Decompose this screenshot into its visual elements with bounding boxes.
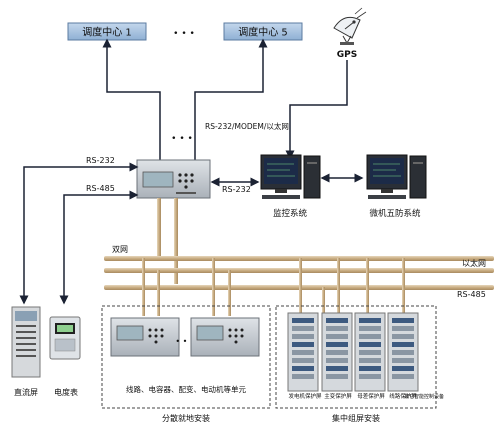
link-label-rs232-right: RS-232 <box>222 185 251 194</box>
dc-panel-cabinet <box>11 306 41 378</box>
dc-panel-label: 直流屏 <box>14 387 38 397</box>
distributed-ellipsis: • • • <box>175 337 194 346</box>
mid-ellipsis: • • • <box>171 134 193 144</box>
dispatch-center-1: 调度中心 1 <box>67 22 147 41</box>
cabinet-label-5: 其它智能控制设备 <box>404 393 444 400</box>
centralized-group-frame <box>275 305 437 409</box>
link-label-rs485-left: RS-485 <box>86 184 115 193</box>
cabinet-label-4: 线路保护屏 <box>389 392 417 400</box>
link-label-rs232-modem-eth: RS-232/MODEM/以太网 <box>205 121 289 131</box>
protection-cabinet-4 <box>387 312 419 392</box>
monitor-system-label: 监控系统 <box>273 208 308 219</box>
dispatch-center-5-label: 调度中心 5 <box>238 26 288 39</box>
cabinet-label-3: 母差保护屏 <box>357 392 385 400</box>
microprotect-workstation <box>366 154 427 199</box>
controller-drop-2 <box>174 198 178 284</box>
cabinet-label-2: 主变保护屏 <box>324 392 352 400</box>
centralized-cabinets <box>287 312 419 392</box>
dispatch-links <box>102 38 268 160</box>
distributed-group-caption: 分散就地安装 <box>162 413 210 423</box>
gps-link <box>285 60 348 160</box>
distributed-unit-2 <box>190 317 260 357</box>
microprotect-system-label: 微机五防系统 <box>369 208 421 219</box>
distributed-units-caption: 线路、电容器、配变、电动机等单元 <box>126 384 246 394</box>
link-label-rs232-left: RS-232 <box>86 156 115 165</box>
dispatch-center-5: 调度中心 5 <box>223 22 303 41</box>
bus-drops <box>142 258 405 316</box>
dispatch-ellipsis: • • • <box>173 29 195 39</box>
bus-label-dual-net: 双网 <box>112 245 128 254</box>
cabinet-label-1: 发电机保护屏 <box>288 392 322 400</box>
central-controller-device <box>136 159 211 199</box>
monitor-workstation <box>260 154 321 199</box>
controller-drop-1 <box>157 198 161 258</box>
dispatch-center-1-label: 调度中心 1 <box>82 26 132 39</box>
bus-label-rs485: RS-485 <box>457 290 486 299</box>
centralized-group-caption: 集中组屏安装 <box>332 413 380 423</box>
protection-cabinet-2 <box>321 312 353 392</box>
left-serial-links <box>19 162 139 305</box>
protection-cabinet-3 <box>354 312 386 392</box>
distributed-unit-1 <box>110 317 180 357</box>
gps-label: GPS <box>337 50 357 60</box>
bus-label-ethernet: 以太网 <box>462 258 486 268</box>
energy-meter-label: 电度表 <box>54 387 78 397</box>
energy-meter-device <box>49 316 81 360</box>
gps-antenna-icon <box>333 7 367 45</box>
protection-cabinet-1 <box>287 312 319 392</box>
